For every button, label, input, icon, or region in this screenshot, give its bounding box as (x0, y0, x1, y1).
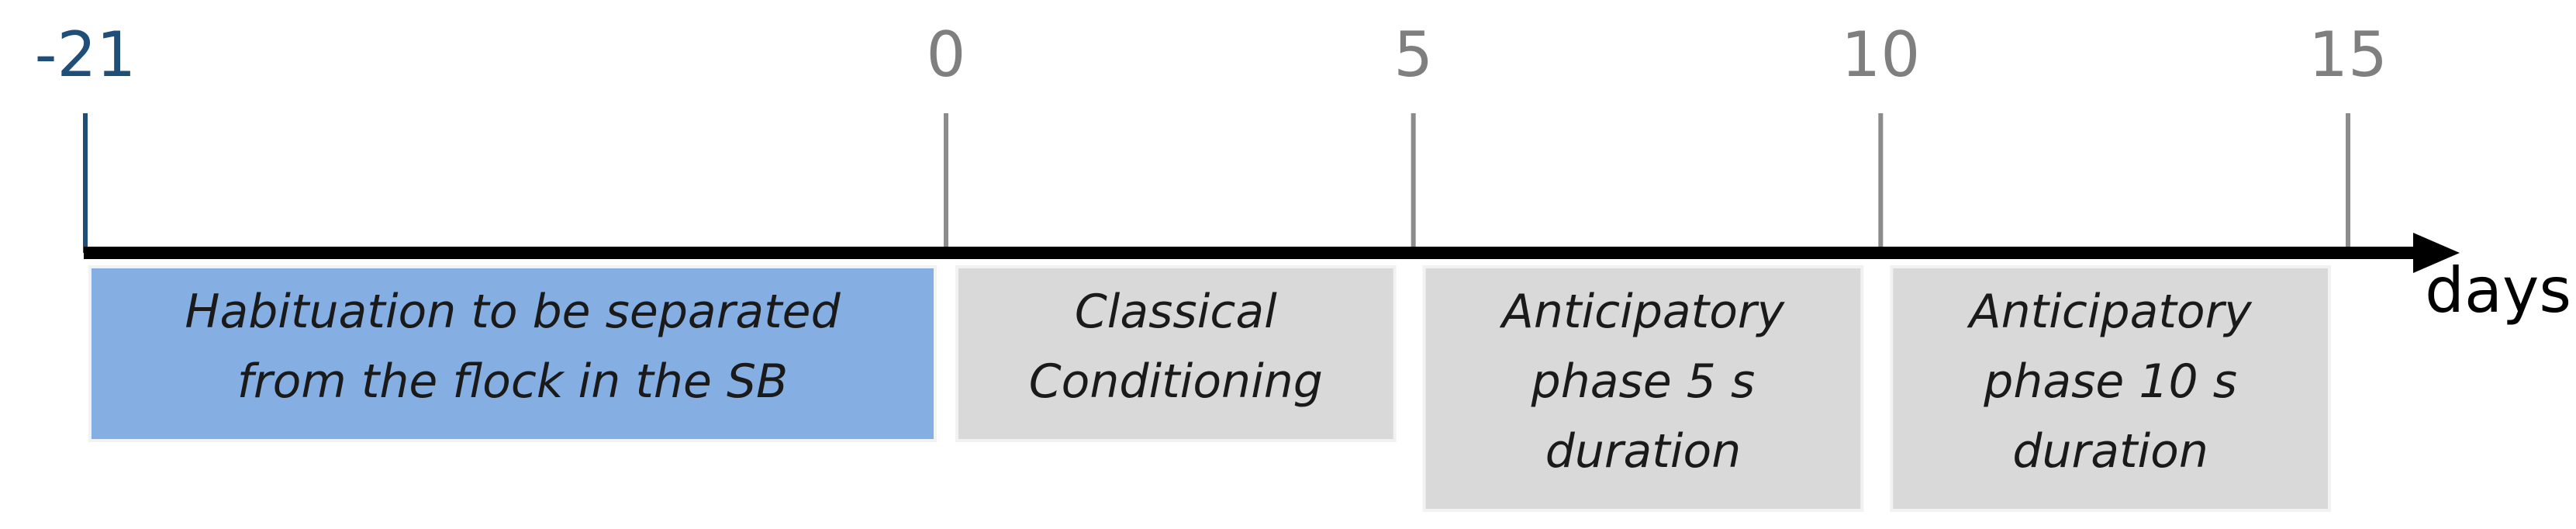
tick-label-15: 15 (2308, 19, 2388, 91)
phase-box-label-line: from the flock in the SB (237, 354, 788, 409)
phase-box-label-line: Anticipatory (1967, 285, 2253, 339)
phase-box-label-line: Habituation to be separated (185, 285, 841, 339)
phase-box-rect (1422, 265, 1864, 512)
phase-box-label-line: duration (2012, 424, 2208, 479)
tick-label-0: 0 (927, 19, 966, 91)
tick-label-5: 5 (1393, 19, 1433, 91)
phase-box-label-line: phase 5 s (1531, 354, 1756, 409)
phase-box-rect (1890, 265, 2331, 512)
phase-boxes: Habituation to be separated from the floc… (88, 265, 2331, 512)
phase-box-1: Habituation to be separated from the floc… (88, 265, 937, 442)
phase-box-rect (88, 265, 937, 442)
phase-box-3: Anticipatory phase 5 s duration (1422, 265, 1864, 512)
phase-box-label-line: phase 10 s (1983, 354, 2237, 409)
tick-labels: -21 0 5 10 15 (35, 19, 2388, 91)
phase-box-rect (955, 265, 1397, 442)
time-axis-arrowhead (2413, 233, 2460, 273)
axis-unit-label: days (2425, 254, 2571, 327)
tick-marks (83, 113, 2350, 253)
phase-box-4: Anticipatory phase 10 s duration (1890, 265, 2331, 512)
phase-box-label-line: Classical (1075, 285, 1277, 339)
phase-box-label-line: Conditioning (1029, 354, 1323, 409)
phase-box-label-line: Anticipatory (1499, 285, 1786, 339)
phase-box-label-line: duration (1545, 424, 1741, 479)
tick-label-10: 10 (1841, 19, 1920, 91)
tick-label-neg21: -21 (35, 19, 136, 91)
